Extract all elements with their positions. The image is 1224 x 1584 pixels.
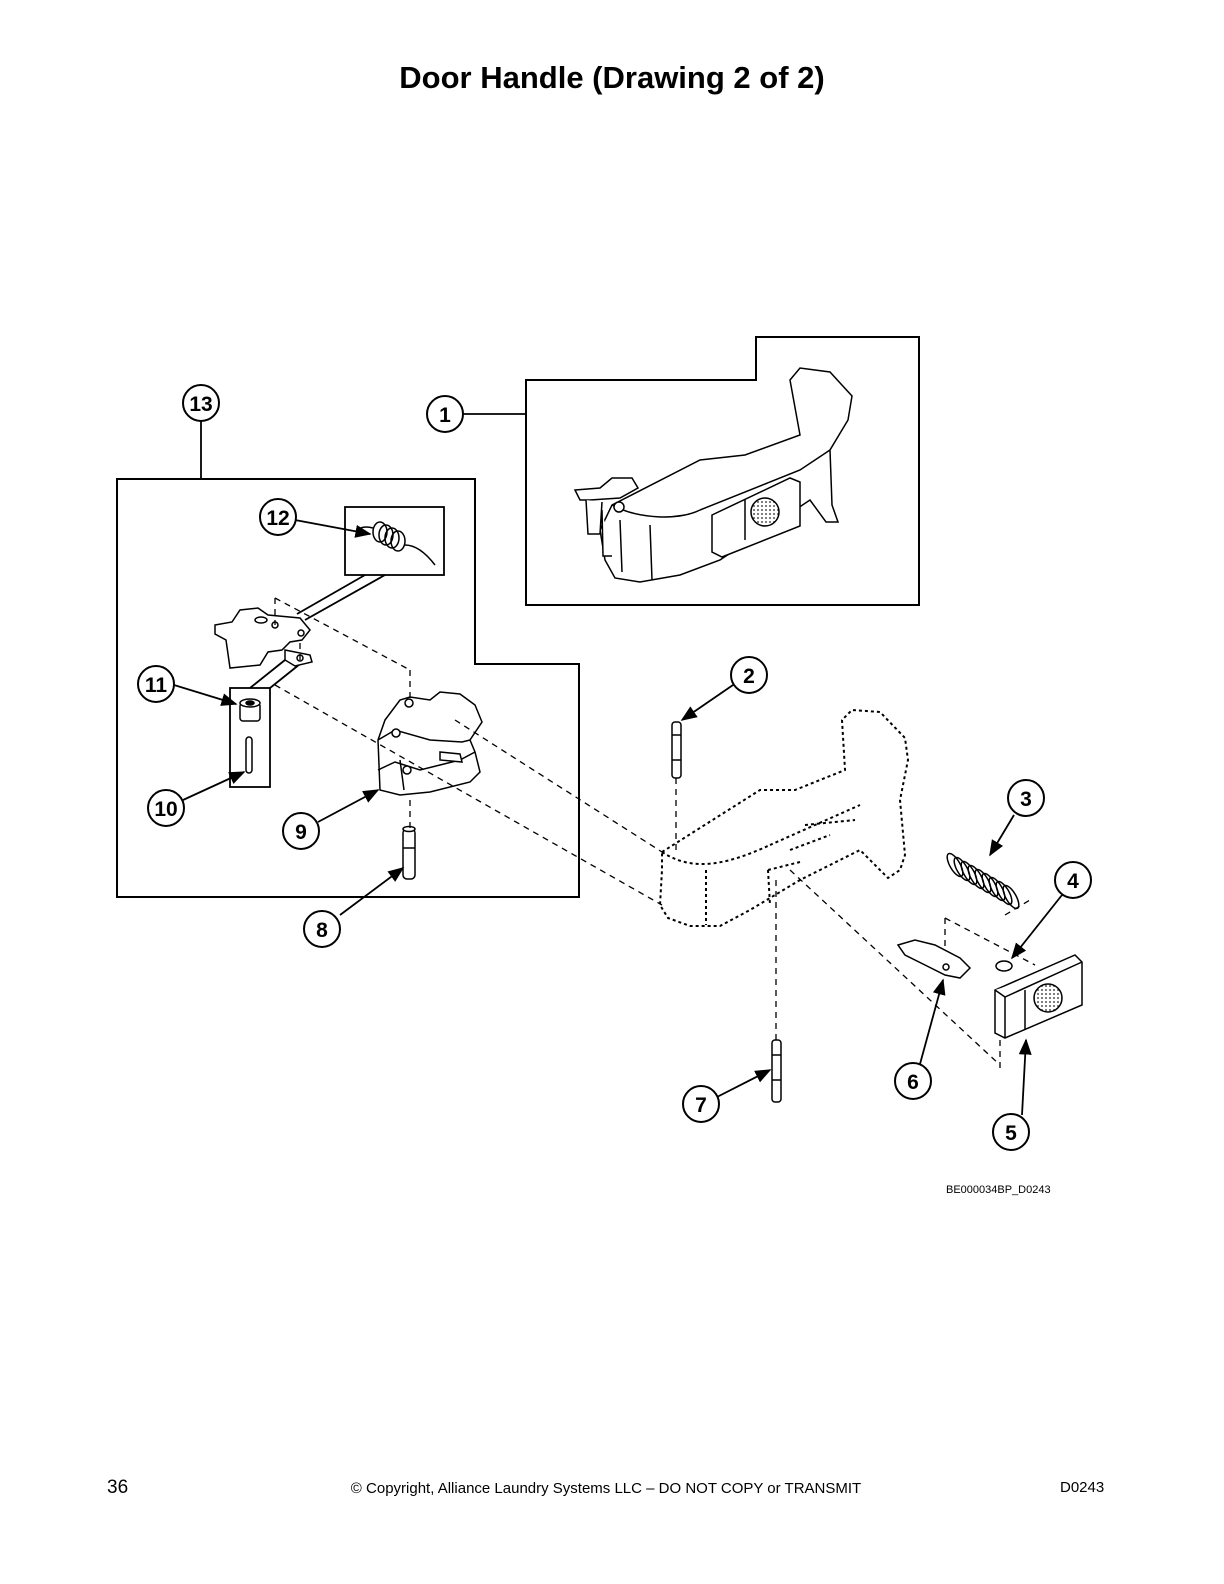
svg-text:2: 2 <box>743 665 755 688</box>
svg-text:3: 3 <box>1020 788 1032 811</box>
retaining-ring-icon <box>995 960 1013 972</box>
svg-text:9: 9 <box>295 821 307 844</box>
footer-page-number: 36 <box>107 1477 129 1498</box>
svg-text:12: 12 <box>266 507 289 530</box>
roll-pin-icon <box>245 736 253 774</box>
assembly-guide-lines <box>274 597 1036 1068</box>
svg-text:1: 1 <box>439 404 451 427</box>
callout-7: 7 <box>682 1085 720 1123</box>
callout-8: 8 <box>303 910 341 948</box>
svg-text:7: 7 <box>695 1094 707 1117</box>
handle-body-phantom <box>658 708 910 927</box>
callout-11: 11 <box>137 665 175 703</box>
callout-2: 2 <box>730 656 768 694</box>
drawing-code: BE000034BP_D0243 <box>946 1184 1051 1196</box>
callout-9: 9 <box>282 812 320 850</box>
callout-1: 1 <box>426 395 464 433</box>
callout-10: 10 <box>147 789 185 827</box>
push-button-icon <box>994 954 1083 1039</box>
latch-plate-icon <box>214 607 313 669</box>
stud-bottom-icon <box>771 1039 782 1103</box>
latch-assembly-box <box>116 478 580 898</box>
callout-3: 3 <box>1007 779 1045 817</box>
bushing-icon <box>239 698 261 722</box>
handle-assembly-icon <box>573 367 853 583</box>
footer-copyright: © Copyright, Alliance Laundry Systems LL… <box>350 1480 862 1497</box>
compression-spring-icon <box>946 852 1020 910</box>
stud-top-icon <box>671 721 682 779</box>
svg-text:13: 13 <box>189 393 212 416</box>
svg-text:5: 5 <box>1005 1122 1017 1145</box>
svg-text:4: 4 <box>1067 870 1079 893</box>
latch-housing-icon <box>377 691 483 796</box>
svg-text:11: 11 <box>145 674 168 697</box>
svg-text:6: 6 <box>907 1071 919 1094</box>
hinge-pin-icon <box>402 825 416 880</box>
svg-text:8: 8 <box>316 919 328 942</box>
callout-6: 6 <box>894 1062 932 1100</box>
page-title: Door Handle (Drawing 2 of 2) <box>399 60 825 95</box>
torsion-spring-icon <box>355 521 436 566</box>
callout-12: 12 <box>259 498 297 536</box>
spring-inset <box>296 506 445 621</box>
callout-13: 13 <box>182 384 220 422</box>
callout-4: 4 <box>1054 861 1092 899</box>
callout-5: 5 <box>992 1113 1030 1151</box>
handle-assembly-inset <box>525 336 920 606</box>
footer-doc-code: D0243 <box>1060 1479 1105 1496</box>
svg-text:10: 10 <box>154 798 177 821</box>
actuator-lever-icon <box>896 939 972 979</box>
leader-lines <box>173 413 1063 1116</box>
